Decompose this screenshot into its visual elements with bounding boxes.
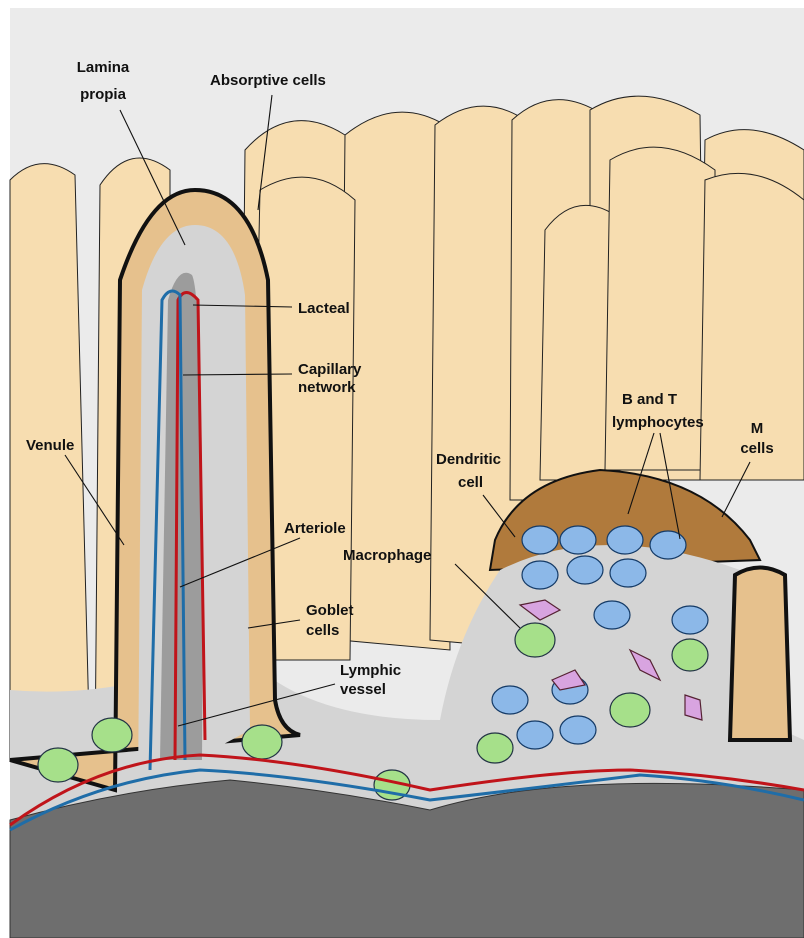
lymphocyte: [672, 606, 708, 634]
lymphocyte: [492, 686, 528, 714]
label-venule: Venule: [26, 437, 74, 454]
label-m-cells-line2: cells: [740, 440, 773, 457]
label-b-t-lymphocytes-line2: lymphocytes: [612, 414, 704, 431]
label-dendritic-cell-line1: Dendritic: [436, 451, 501, 468]
label-b-t-lymphocytes-line1: B and T: [622, 391, 677, 408]
lymphocyte: [610, 559, 646, 587]
label-dendritic-cell-line2: cell: [458, 474, 483, 491]
macrophage: [610, 693, 650, 727]
macrophage: [672, 639, 708, 671]
label-arteriole: Arteriole: [284, 520, 346, 537]
label-m-cells-line1: M: [751, 420, 764, 437]
label-lamina-propia-line2: propia: [80, 86, 126, 103]
lymphocyte: [560, 526, 596, 554]
macrophage: [242, 725, 282, 759]
lymphocyte: [517, 721, 553, 749]
lymphocyte: [650, 531, 686, 559]
macrophage: [477, 733, 513, 763]
right-villus: [730, 568, 790, 741]
label-capillary-network-line1: Capillary: [298, 361, 362, 378]
label-capillary-network-line2: network: [298, 379, 356, 396]
lymphocyte: [607, 526, 643, 554]
label-macrophage: Macrophage: [343, 547, 431, 564]
label-goblet-cells-line2: cells: [306, 622, 339, 639]
lymphocyte: [594, 601, 630, 629]
label-goblet-cells-line1: Goblet: [306, 602, 354, 619]
macrophage: [515, 623, 555, 657]
label-lacteal: Lacteal: [298, 300, 350, 317]
macrophage: [92, 718, 132, 752]
label-lymphic-vessel-line2: vessel: [340, 681, 386, 698]
lymphocyte: [567, 556, 603, 584]
label-absorptive-cells: Absorptive cells: [210, 72, 326, 89]
label-lymphic-vessel-line1: Lymphic: [340, 662, 401, 679]
lymphocyte: [522, 561, 558, 589]
label-lamina-propia-line1: Lamina: [77, 59, 130, 76]
macrophage: [38, 748, 78, 782]
lymphocyte: [522, 526, 558, 554]
lymphocyte: [560, 716, 596, 744]
